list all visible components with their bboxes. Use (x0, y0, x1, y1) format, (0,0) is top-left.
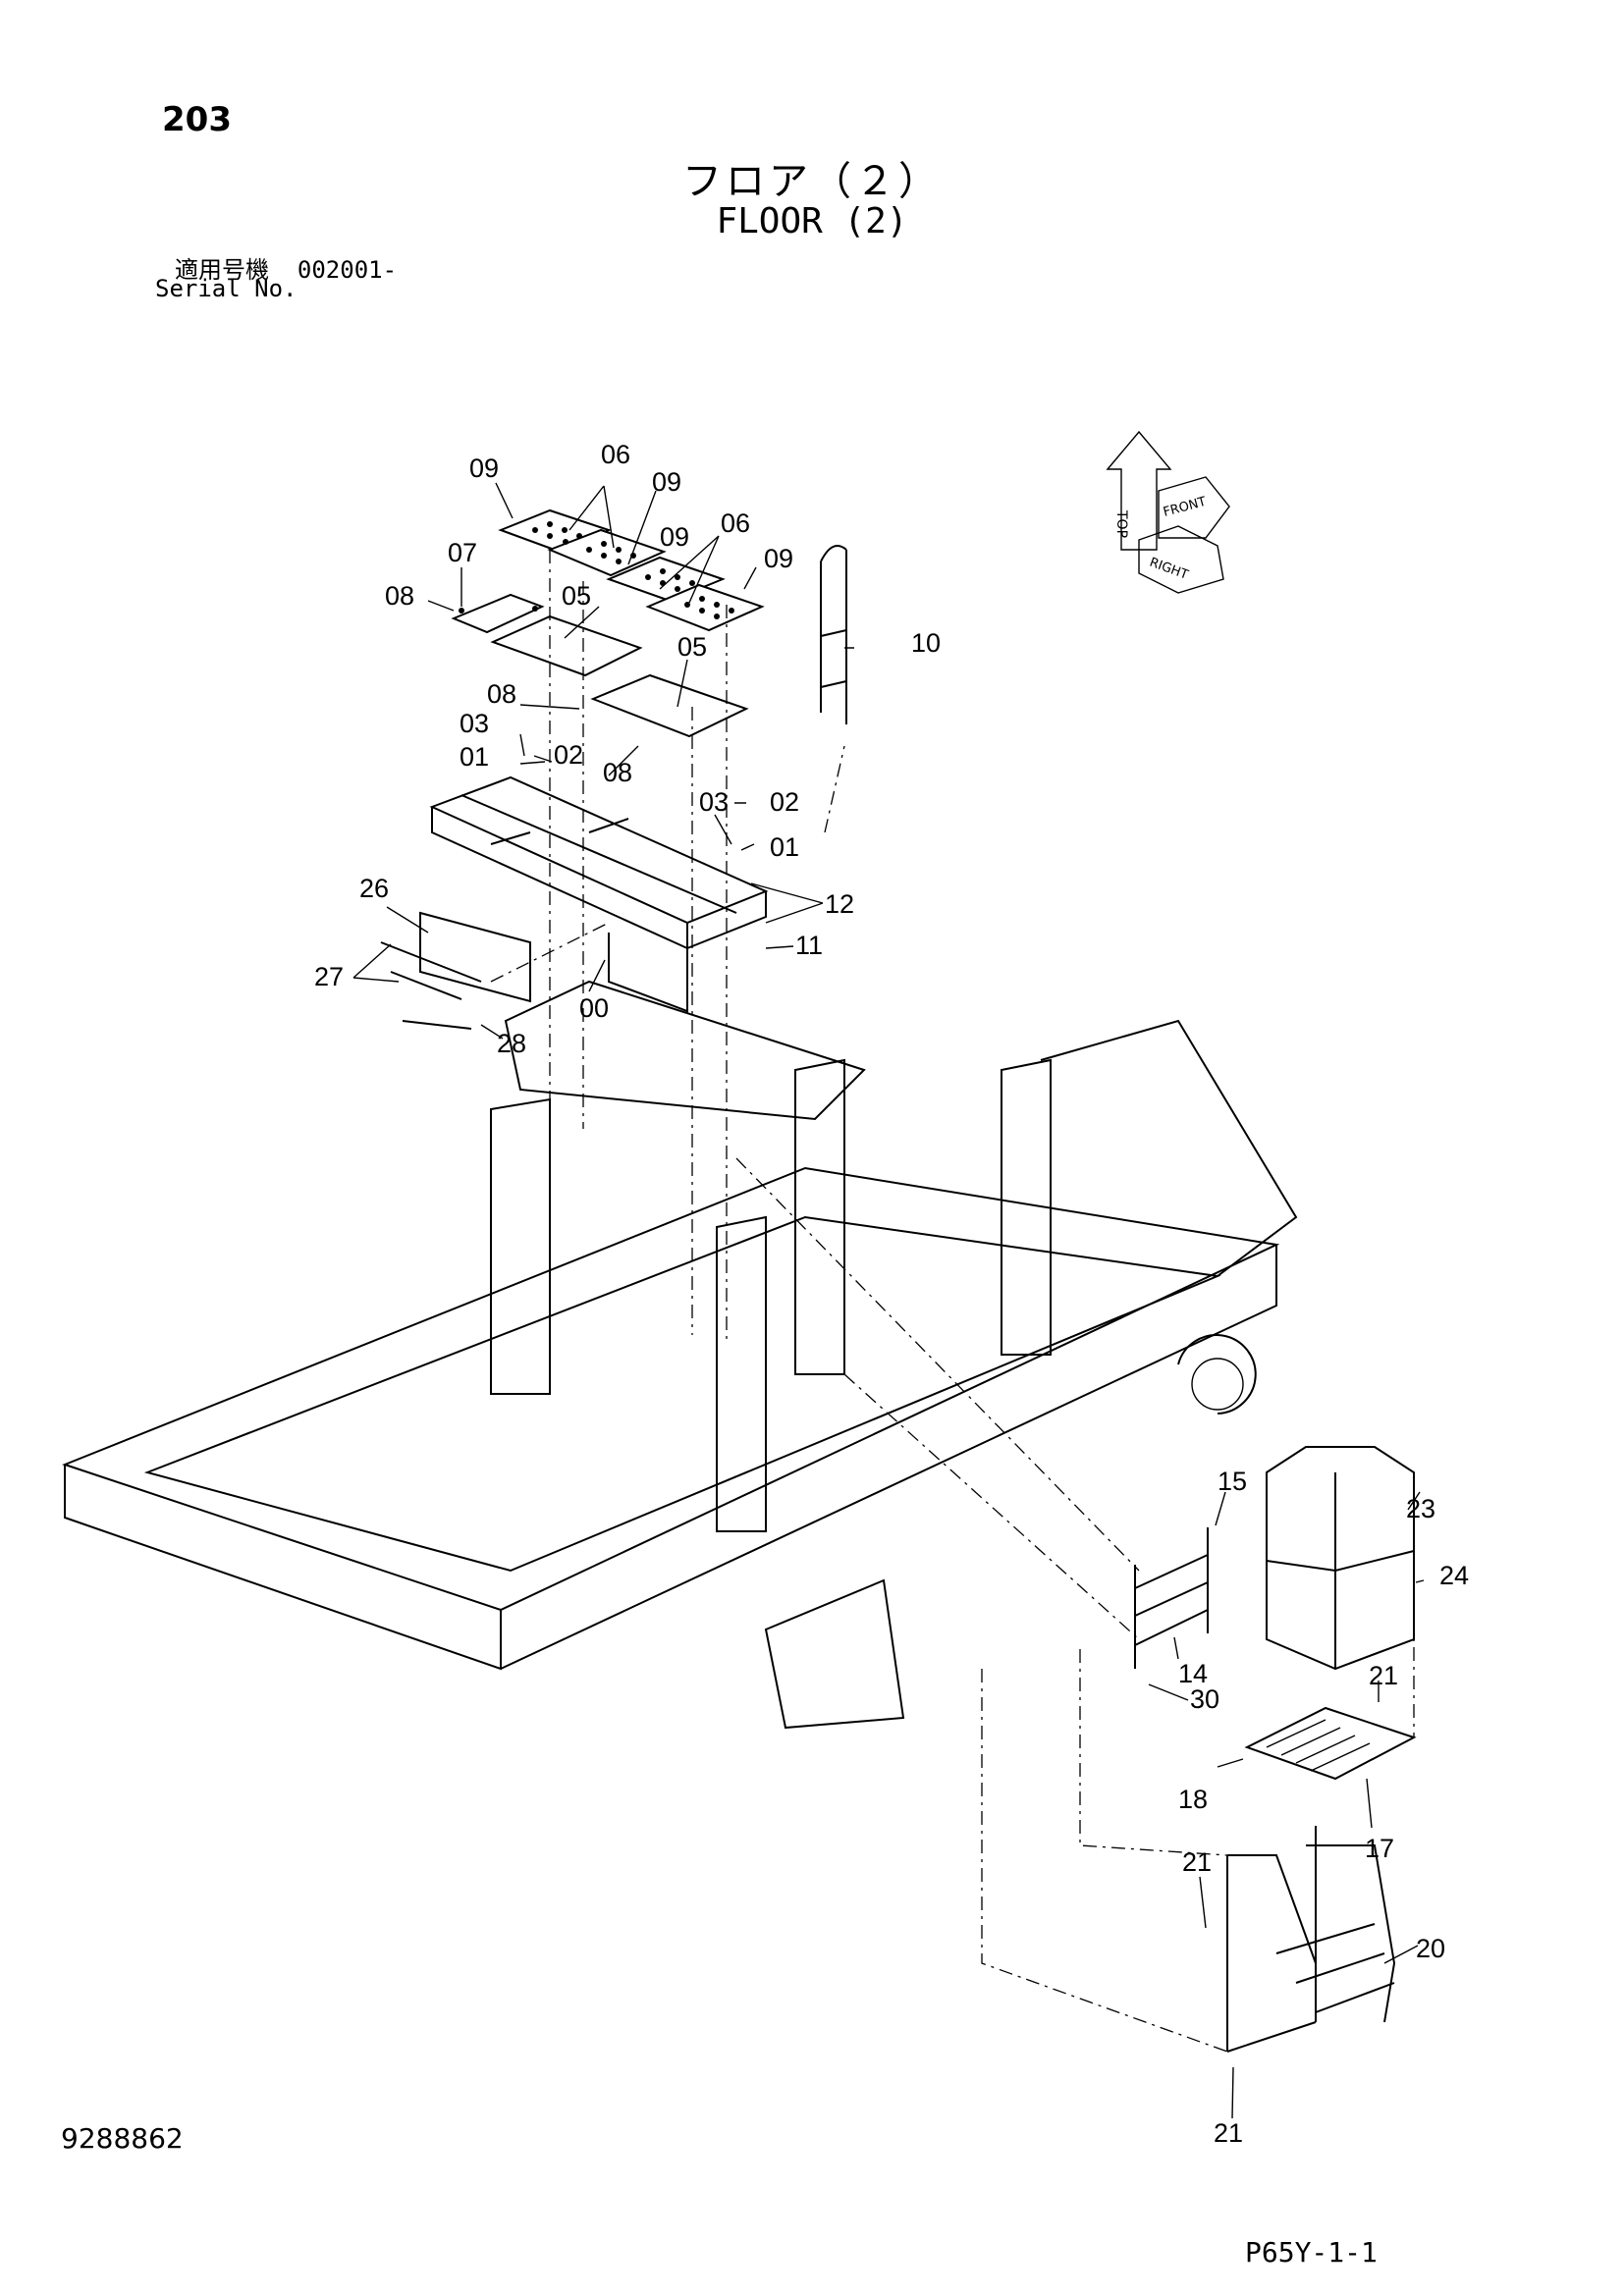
part-callout: 21 (1369, 1661, 1398, 1690)
floor-plate (451, 593, 749, 738)
part-callout: 00 (579, 993, 609, 1023)
part-callout: 28 (497, 1029, 526, 1058)
part-callout: 05 (562, 581, 591, 611)
drawing-number: 9288862 (61, 2122, 184, 2155)
part-callout: 06 (721, 508, 750, 538)
part-callout: 27 (314, 962, 344, 991)
page-title-japanese: フロア（２） (682, 159, 942, 204)
part-callout: 06 (601, 440, 630, 469)
part-callout: 02 (554, 740, 583, 770)
guard-rail (1266, 1446, 1415, 1671)
part-callout: 20 (1416, 1934, 1445, 1963)
part-callout: 08 (385, 581, 414, 611)
part-callout: 08 (487, 679, 516, 709)
part-callout: 26 (359, 874, 389, 903)
serial-applicability-ja: 適用号機 002001- (175, 250, 397, 285)
serial-label-ja: 適用号機 (175, 256, 269, 284)
orientation-label: TOP (1113, 509, 1129, 538)
main-frame (62, 980, 1298, 1730)
part-callout: 03 (699, 787, 729, 817)
page-number: 203 (162, 100, 232, 139)
part-callout: 05 (677, 632, 707, 662)
part-callout: 01 (770, 832, 799, 862)
part-callout: 01 (460, 742, 489, 772)
part-callout: 02 (770, 787, 799, 817)
part-callout: 11 (795, 931, 823, 960)
orientation-label: RIGHT (1148, 556, 1190, 583)
part-callout: 09 (764, 544, 793, 573)
serial-label-en: Serial No. (155, 275, 298, 302)
part-callout: 07 (448, 538, 477, 567)
page-title: FLOOR (2) (716, 201, 908, 241)
part-callout: 08 (603, 758, 632, 787)
part-callout: 03 (460, 709, 489, 738)
part-callout: 12 (825, 889, 854, 919)
orientation-label: FRONT (1162, 495, 1208, 520)
part-callout: 24 (1439, 1561, 1469, 1590)
part-callout: 09 (660, 522, 689, 552)
part-callout: 09 (469, 454, 499, 483)
handrail (820, 545, 847, 724)
ladder (1134, 1527, 1209, 1669)
part-callout: 21 (1214, 2118, 1243, 2148)
projection-lines (490, 550, 1415, 2053)
orientation-indicator-icon: TOP FRONT RIGHT (1106, 430, 1230, 594)
part-callout: 09 (652, 467, 681, 497)
page-code: P65Y-1-1 (1245, 2236, 1378, 2269)
part-callout: 18 (1178, 1785, 1208, 1814)
part-callout: 30 (1190, 1684, 1219, 1714)
floor-frame (429, 775, 769, 1013)
serial-value: 002001- (297, 256, 398, 284)
part-callout: 15 (1218, 1467, 1247, 1496)
part-callout: 14 (1178, 1659, 1208, 1688)
part-callout: 23 (1406, 1494, 1435, 1523)
part-callouts: 09 06 09 09 06 09 07 08 05 05 10 08 03 0… (314, 440, 1469, 2148)
part-callout: 10 (911, 628, 941, 658)
leader-lines (352, 482, 1425, 2119)
stairs (1226, 1826, 1396, 2053)
part-callout: 21 (1182, 1847, 1212, 1877)
side-bracket (380, 911, 531, 1030)
part-callout: 17 (1365, 1834, 1394, 1863)
step-platform (1244, 1706, 1417, 1781)
